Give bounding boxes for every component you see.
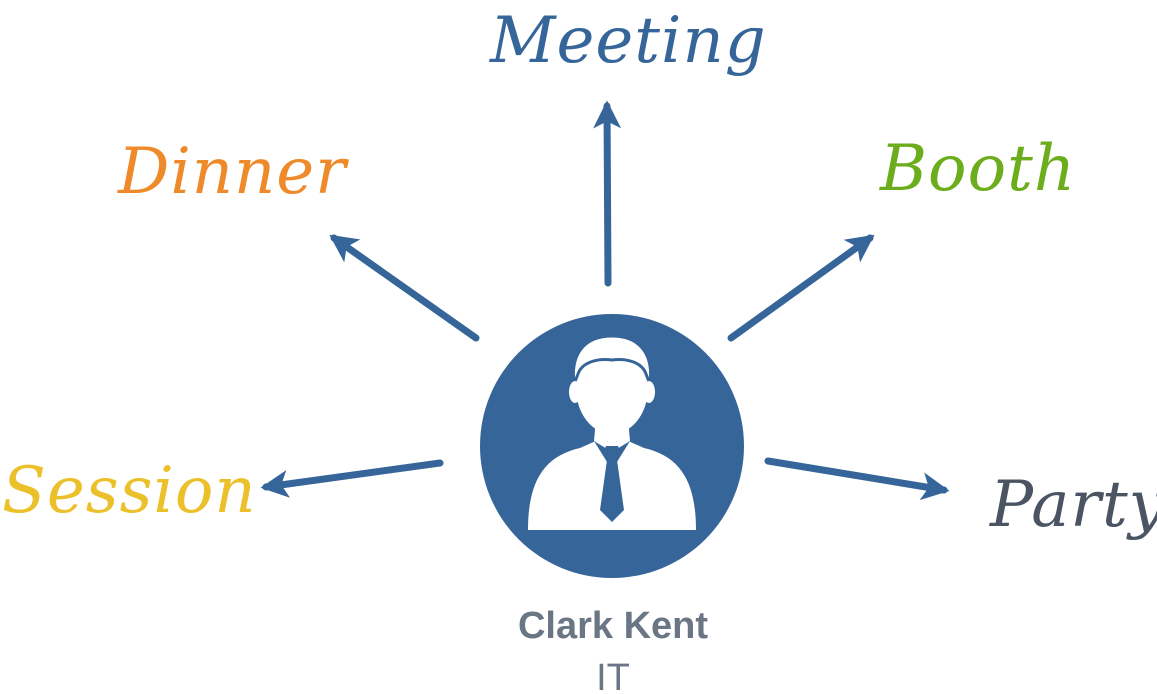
arrow-to-dinner (329, 234, 480, 342)
label-party: Party (989, 468, 1157, 542)
avatar (480, 314, 744, 578)
person-department: IT (596, 657, 630, 694)
person-name: Clark Kent (518, 605, 708, 647)
arrow-to-session (260, 459, 444, 498)
arrow-to-booth (727, 234, 875, 342)
businessman-icon (528, 334, 696, 530)
label-meeting: Meeting (489, 4, 767, 78)
arrow-to-party (764, 457, 950, 501)
arrow-to-meeting (593, 100, 622, 287)
label-booth: Booth (879, 132, 1076, 206)
arrows (260, 100, 950, 501)
label-session: Session (2, 454, 257, 528)
label-dinner: Dinner (117, 135, 349, 209)
